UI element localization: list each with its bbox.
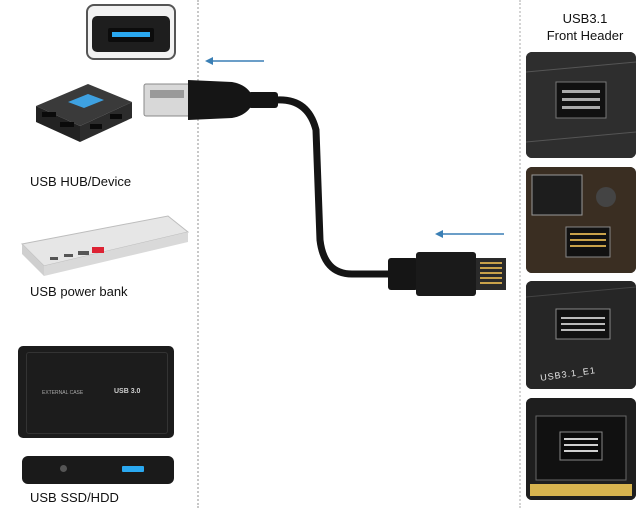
ssd-enclosure-image: USB 3.0 EXTERNAL CASE xyxy=(18,346,174,438)
left-divider xyxy=(197,0,199,508)
motherboard-photo-3: USB3.1_E1 xyxy=(526,281,636,389)
label-power-bank: USB power bank xyxy=(30,284,128,299)
header-line2: Front Header xyxy=(546,28,624,43)
motherboard-photo-2 xyxy=(526,167,636,273)
power-bank-image xyxy=(18,214,190,278)
usb-cable xyxy=(143,80,506,296)
ssd-case-text: EXTERNAL CASE xyxy=(42,390,84,396)
front-header-title: USB3.1 Front Header xyxy=(530,10,640,44)
arrow-left-bottom xyxy=(435,230,504,238)
ssd-side-image xyxy=(22,456,174,484)
motherboard-photo-4 xyxy=(526,398,636,500)
label-usb-hub: USB HUB/Device xyxy=(30,174,132,189)
usb-port-closeup xyxy=(86,4,176,60)
usb-hub-image xyxy=(28,62,138,147)
ssd-logo-text: USB 3.0 xyxy=(114,388,141,395)
arrow-left-top xyxy=(205,57,264,65)
right-divider xyxy=(519,0,521,508)
motherboard-photo-1 xyxy=(526,52,636,158)
label-usb-ssd: USB SSD/HDD xyxy=(30,490,119,505)
header-line1: USB3.1 xyxy=(562,11,608,26)
